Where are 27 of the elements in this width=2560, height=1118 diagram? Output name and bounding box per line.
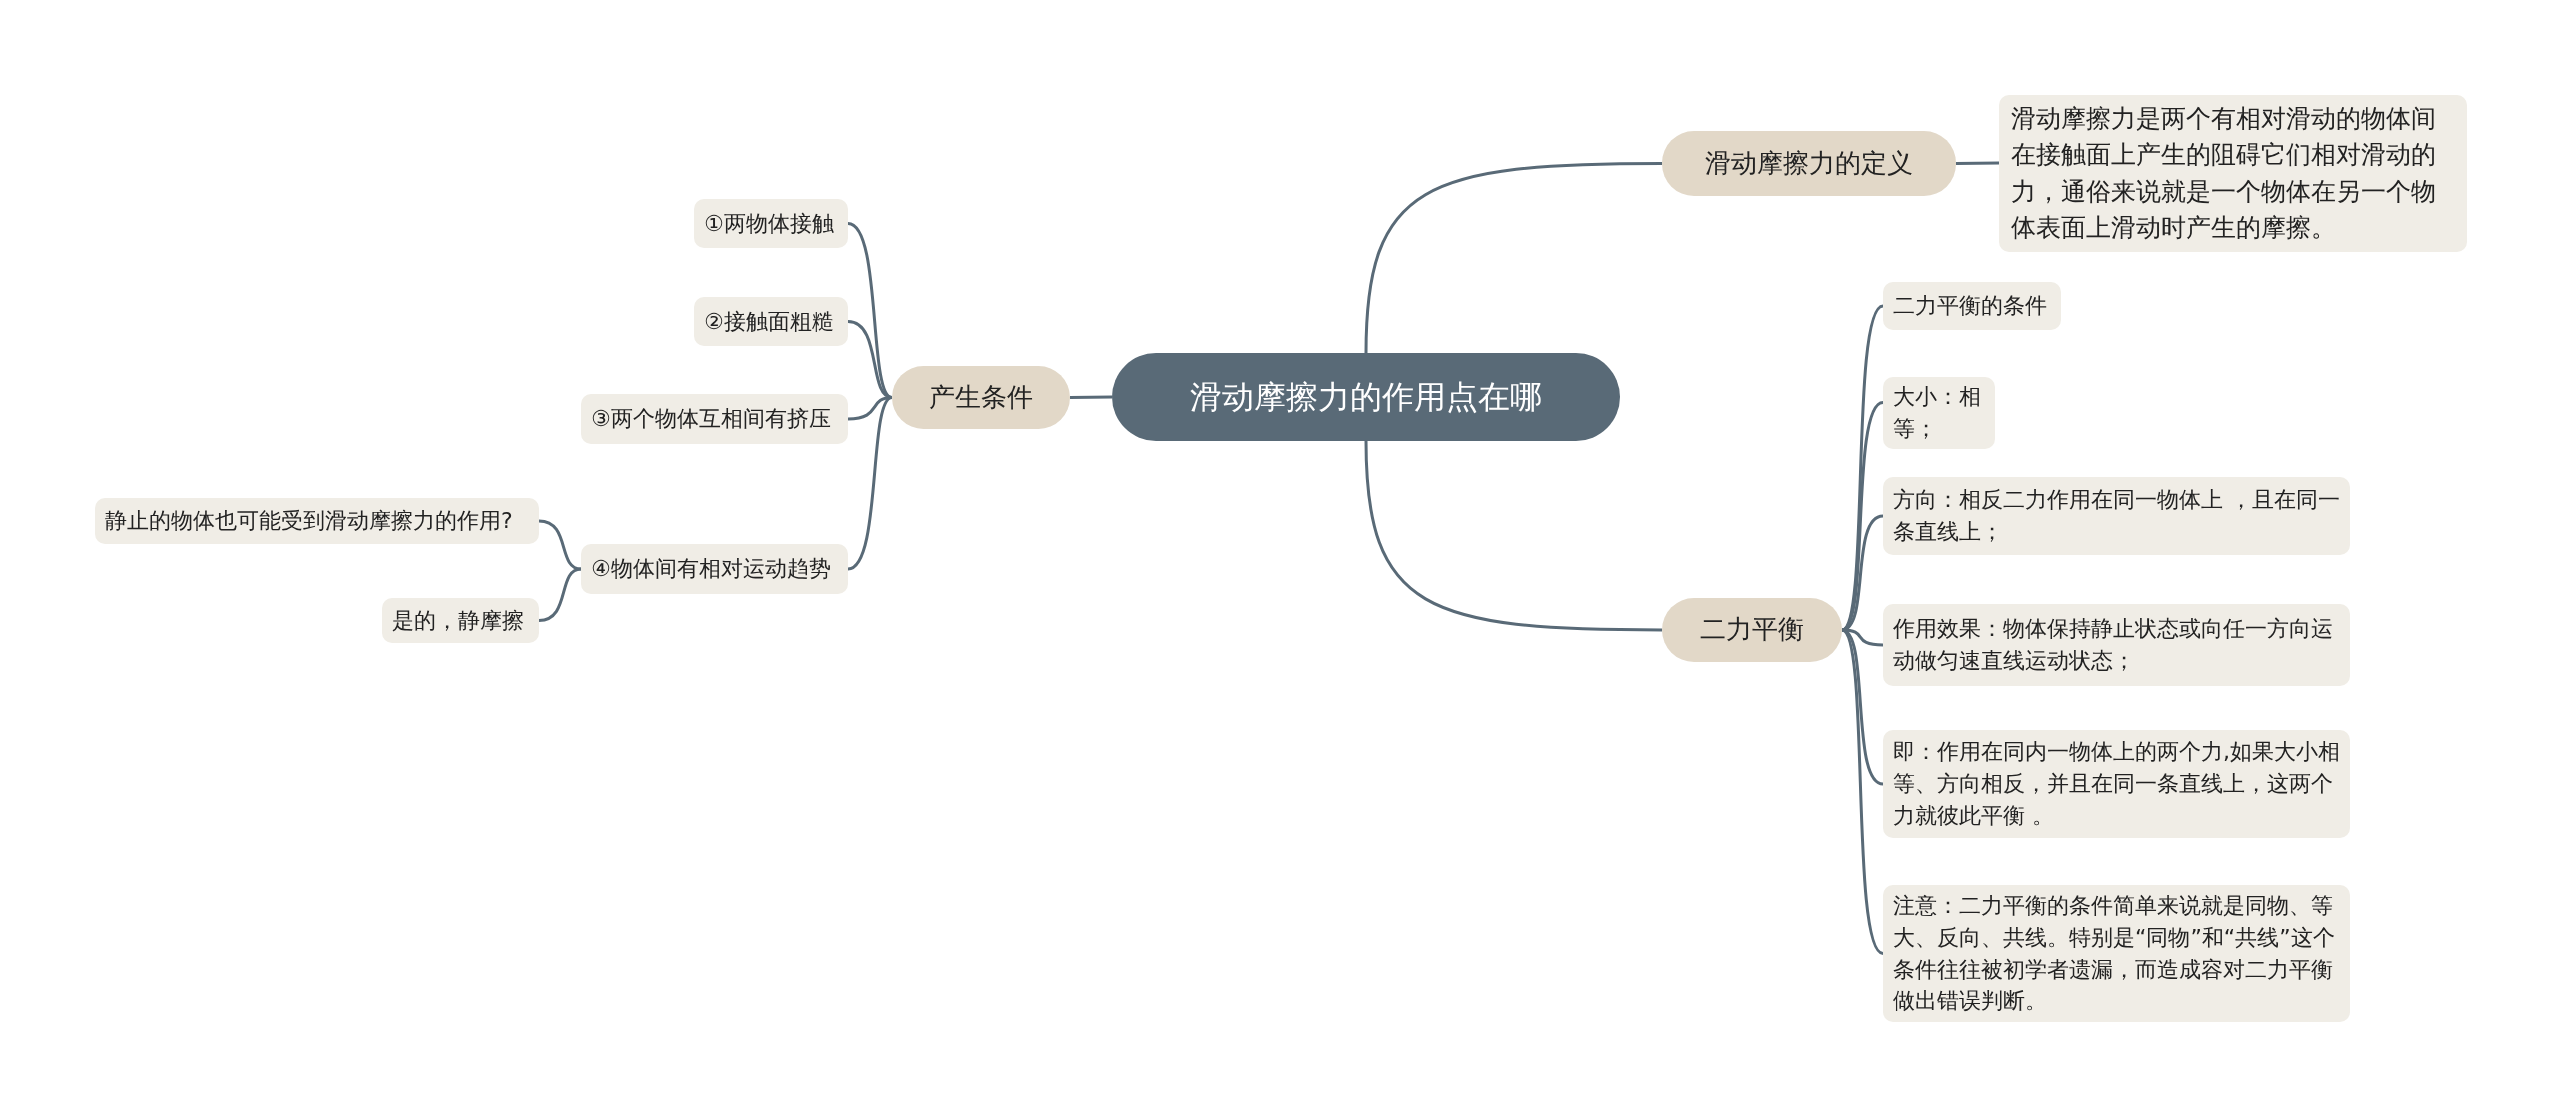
connector-line (538, 519, 582, 571)
note-box: 静止的物体也可能受到滑动摩擦力的作用? (95, 498, 539, 544)
connector-line (1070, 395, 1112, 399)
note-box: 二力平衡的条件 (1883, 282, 2061, 330)
connector-line (1364, 440, 1662, 632)
connector-line (538, 567, 582, 622)
note-box: 大小：相等； (1883, 377, 1995, 449)
note-box: 即：作用在同内一物体上的两个力,如果大小相等、方向相反，并且在同一条直线上，这两个力就彼此平衡 。 (1883, 730, 2350, 838)
note-box: 方向：相反二力作用在同一物体上 ，且在同一条直线上； (1883, 477, 2350, 555)
note-box: ④物体间有相对运动趋势 (581, 544, 848, 594)
note-box: 注意：二力平衡的条件简单来说就是同物、等大、反向、共线。特别是“同物”和“共线”这个条件往往被初学者遗漏，而造成容对二力平衡做出错误判断。 (1883, 885, 2350, 1022)
topic-box: 滑动摩擦力的定义 (1662, 131, 1956, 196)
note-box: ①两物体接触 (694, 199, 848, 248)
connector-line (847, 396, 893, 421)
central-topic: 滑动摩擦力的作用点在哪 (1112, 353, 1620, 441)
connector-line (847, 396, 893, 571)
note-box: ②接触面粗糙 (694, 297, 848, 346)
connector-line (1956, 161, 1999, 165)
topic-box: 二力平衡 (1662, 598, 1842, 662)
connector-line (847, 222, 893, 399)
note-box: 滑动摩擦力是两个有相对滑动的物体间在接触面上产生的阻碍它们相对滑动的力，通俗来说就是一个物体在另一个物体表面上滑动时产生的摩擦。 (1999, 95, 2467, 252)
connector-line (1840, 628, 1884, 955)
connector-line (1364, 162, 1662, 354)
note-box: 是的，静摩擦 (382, 598, 539, 643)
topic-box: 产生条件 (892, 366, 1070, 429)
note-box: ③两个物体互相间有挤压 (581, 394, 848, 444)
note-box: 作用效果：物体保持静止状态或向任一方向运动做匀速直线运动状态； (1883, 604, 2350, 686)
